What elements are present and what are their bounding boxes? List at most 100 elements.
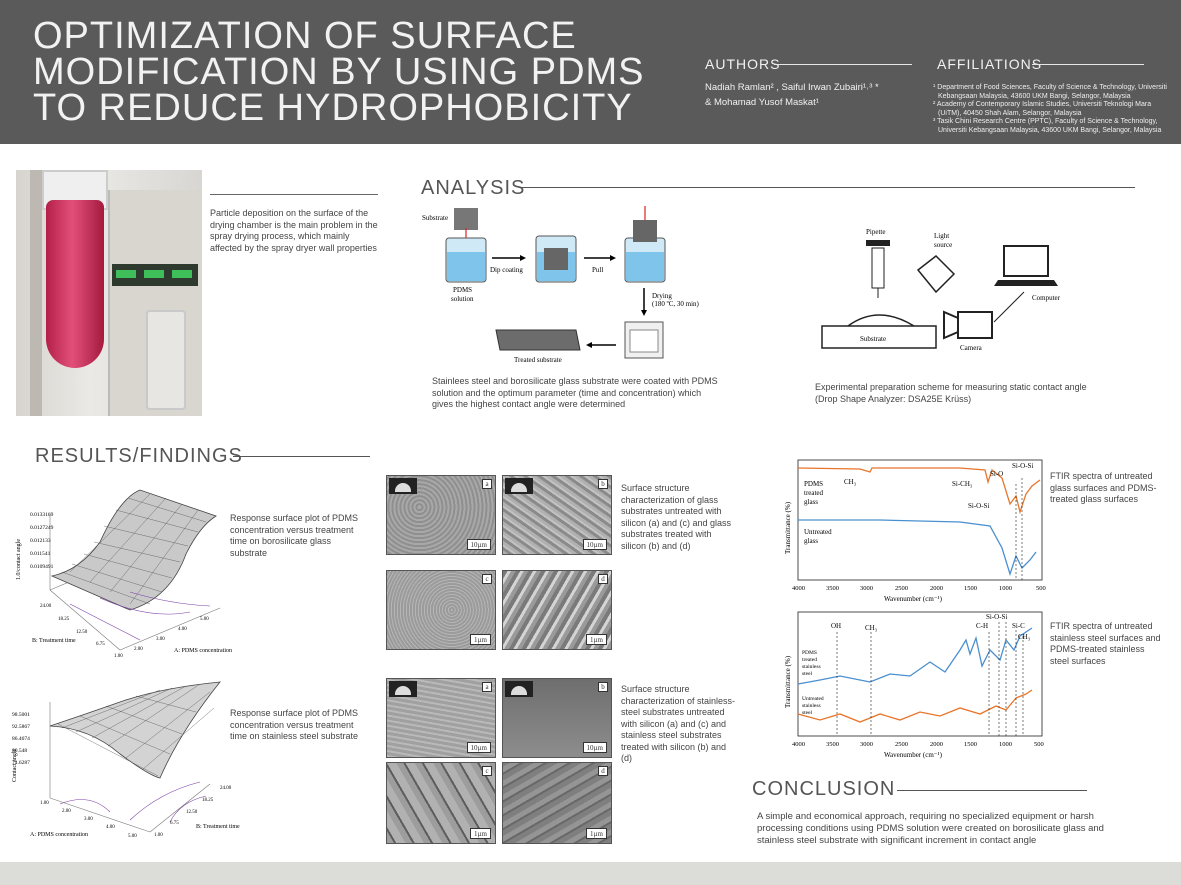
camera-lens bbox=[943, 310, 959, 340]
droplet-inset bbox=[505, 478, 533, 494]
panel-label: d bbox=[598, 766, 608, 776]
footer-band bbox=[0, 862, 1181, 885]
z-tick: 80.548 bbox=[12, 748, 27, 754]
series-label: Untreated bbox=[804, 528, 832, 536]
series-label: stainless bbox=[802, 703, 821, 709]
treated-series bbox=[797, 627, 1033, 685]
affiliations-list: ¹ Department of Food Sciences, Faculty o… bbox=[933, 84, 1173, 135]
poster-title: OPTIMIZATION OF SURFACE MODIFICATION BY … bbox=[33, 17, 673, 127]
photo-drying-chamber bbox=[46, 200, 104, 368]
scale-bar: 1µm bbox=[470, 828, 491, 839]
contact-angle-scheme: Pipette Light source Substrate Camera Co… bbox=[821, 228, 1061, 352]
drying-label: Drying bbox=[652, 292, 672, 300]
x-tick: 3500 bbox=[826, 741, 839, 748]
x-tick: 3.00 bbox=[156, 637, 165, 642]
conclusion-heading: CONCLUSION bbox=[752, 778, 896, 800]
rsm-steel-caption: Response surface plot of PDMS concentrat… bbox=[230, 708, 359, 741]
panel-display bbox=[116, 270, 136, 278]
plot-frame bbox=[797, 611, 1043, 737]
z-axis-label: Contact angle bbox=[12, 749, 18, 782]
z-tick: 92.5867 bbox=[12, 724, 30, 730]
x-tick: 3000 bbox=[860, 585, 873, 592]
x-tick: 500 bbox=[1034, 741, 1044, 748]
arrowhead bbox=[641, 310, 647, 316]
x-tick: 4.00 bbox=[106, 825, 115, 830]
y-axis-label: Transmittance (%) bbox=[784, 655, 792, 708]
z-tick: 0.0133169 bbox=[30, 512, 54, 518]
z-axis-label: 1.0/contact angle bbox=[16, 539, 22, 580]
x-tick: 4000 bbox=[792, 585, 805, 592]
pdms-liquid bbox=[626, 252, 664, 281]
photo-stand bbox=[30, 170, 42, 416]
rsm-axes bbox=[49, 702, 211, 833]
pipette-body bbox=[871, 247, 885, 289]
y-tick: 24.00 bbox=[220, 786, 232, 791]
y-axis-label: B: Treatment time bbox=[32, 638, 76, 644]
sem-glass-b: b 10µm bbox=[502, 475, 612, 555]
photo-collector bbox=[146, 310, 186, 410]
arrowhead bbox=[520, 255, 526, 261]
authors-rule bbox=[774, 64, 912, 65]
x-tick: 4.00 bbox=[178, 627, 187, 632]
peak-label: Si-O-Si bbox=[986, 613, 1007, 621]
rsm-plot-glass: 0.0133169 0.0127249 0.012133 0.011541 0.… bbox=[16, 489, 232, 659]
camera-label: Camera bbox=[960, 344, 983, 352]
rsm-surface bbox=[50, 489, 217, 611]
series-label: Untreated bbox=[802, 696, 824, 702]
intro-text: Particle deposition on the surface of th… bbox=[210, 208, 378, 253]
rsm-contours bbox=[59, 781, 207, 823]
series-label: glass bbox=[804, 537, 818, 545]
x-tick: 4000 bbox=[792, 741, 805, 748]
affiliations-rule bbox=[1032, 64, 1144, 65]
x-axis-label: Wavenumber (cm⁻¹) bbox=[884, 751, 943, 759]
treated-label: Treated substrate bbox=[514, 356, 562, 364]
rsm-contours bbox=[69, 591, 211, 641]
series-label: treated bbox=[802, 657, 817, 663]
x-axis-label: A: PDMS concentration bbox=[30, 832, 88, 838]
substrate-label: Substrate bbox=[860, 335, 886, 343]
scale-bar: 1µm bbox=[586, 634, 607, 645]
y-axis-label: B: Treatment time bbox=[196, 824, 240, 830]
oven-door bbox=[629, 329, 659, 353]
peak-label: CH₃ bbox=[865, 624, 878, 632]
panel-label: a bbox=[482, 479, 492, 489]
y-tick: 12.50 bbox=[76, 630, 88, 635]
droplet bbox=[847, 314, 915, 327]
panel-label: c bbox=[482, 766, 492, 776]
light-source-label: source bbox=[934, 241, 952, 249]
series-label: treated bbox=[804, 489, 824, 497]
conclusion-text: A simple and economical approach, requir… bbox=[757, 811, 1104, 846]
peak-label: Si-O bbox=[990, 470, 1003, 478]
x-axis-label: A: PDMS concentration bbox=[174, 648, 232, 654]
peak-label: Si-C bbox=[1012, 622, 1025, 630]
pipette-label: Pipette bbox=[866, 228, 885, 236]
rsm-mesh bbox=[61, 493, 207, 605]
sem-steel-a: a 10µm bbox=[386, 678, 496, 758]
panel-label: b bbox=[598, 479, 608, 489]
scale-bar: 10µm bbox=[466, 539, 491, 550]
results-rule bbox=[233, 456, 370, 457]
x-tick: 1.00 bbox=[40, 801, 49, 806]
y-tick: 12.50 bbox=[186, 810, 198, 815]
peak-label: CH₃ bbox=[844, 478, 857, 486]
x-tick: 1500 bbox=[964, 585, 977, 592]
x-tick: 5.00 bbox=[200, 617, 209, 622]
y-tick: 6.75 bbox=[96, 642, 105, 647]
sem-glass-d: d 1µm bbox=[502, 570, 612, 650]
analysis-rule bbox=[520, 187, 1135, 188]
scale-bar: 10µm bbox=[582, 742, 607, 753]
pipette-head bbox=[866, 240, 890, 246]
scale-bar: 10µm bbox=[582, 539, 607, 550]
z-tick: 0.012133 bbox=[30, 538, 51, 544]
light-source-label: Light bbox=[934, 232, 949, 240]
x-tick: 3000 bbox=[860, 741, 873, 748]
header-banner: OPTIMIZATION OF SURFACE MODIFICATION BY … bbox=[0, 0, 1181, 144]
affiliation-item: ² Academy of Contemporary Islamic Studie… bbox=[933, 101, 1152, 117]
y-tick: 1.00 bbox=[114, 654, 123, 659]
affiliations-heading: AFFILIATIONS bbox=[937, 56, 1043, 72]
arrowhead bbox=[610, 255, 616, 261]
panel-label: b bbox=[598, 682, 608, 692]
peak-label: CH₃ bbox=[1018, 633, 1031, 641]
z-tick: 0.011541 bbox=[30, 551, 51, 557]
y-tick: 6.75 bbox=[170, 821, 179, 826]
